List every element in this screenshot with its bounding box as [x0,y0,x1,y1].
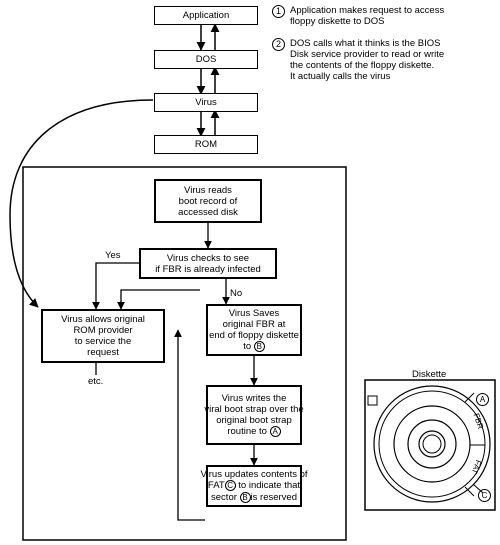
diskette-c-marker: C [478,489,491,502]
allows-rom-label: Virus allows original ROM provider to se… [61,314,145,358]
saves-line-1: Virus Saves [228,307,280,319]
updates-reserved-word: is reserved [250,491,297,503]
checks-yes-path [92,262,139,310]
checks-fbr-box: Virus checks to see if FBR is already in… [139,248,277,279]
updates-line-1: Virus updates contents of [200,469,308,481]
diskette-title: Diskette [412,369,447,380]
checks-fbr-label: Virus checks to see if FBR is already in… [155,252,261,275]
fat-c-marker: C [224,480,236,492]
dos-box: DOS [154,50,258,69]
saves-line-4: to B [209,340,299,352]
saves-fbr-box: Virus Saves original FBR at end of flopp… [206,304,302,356]
note-2-text: DOS calls what it thinks is the BIOS Dis… [290,38,445,82]
virus-to-allows-curve [9,99,154,308]
saves-line-2: original FBR at [222,318,286,330]
writes-line-1: Virus writes the [221,392,287,404]
flow-panel [22,166,347,541]
updates-fat-word: FAT [207,480,225,492]
application-box: Application [154,6,258,25]
allows-rom-box: Virus allows original ROM provider to se… [41,309,165,363]
rom-label: ROM [194,139,218,150]
updates-sector-word: sector [211,491,237,503]
virus-label: Virus [195,97,217,108]
saves-fbr-text: Virus Saves original FBR at end of flopp… [209,308,299,352]
write-protect-notch [367,395,378,406]
writes-routine-word: routine to [227,426,267,437]
etc-label: etc. [88,376,104,387]
writes-bootstrap-box: Virus writes the viral boot strap over t… [204,385,304,445]
reads-boot-record-label: Virus reads boot record of accessed disk [178,184,238,218]
yes-label: Yes [105,250,121,261]
writes-line-4: routine to A [204,425,303,437]
updates-indicate-word: to indicate that [238,480,301,492]
stack-arrows [196,23,220,137]
saves-to-word: to [243,341,252,352]
virus-box: Virus [154,93,258,112]
sector-b-marker-2: B [239,491,251,503]
writes-bootstrap-text: Virus writes the viral boot strap over t… [204,393,303,437]
diskette-drawing: FBR FAT [364,379,496,511]
note-1-text: Application makes request to access flop… [290,5,445,27]
diskette-a-marker: A [476,393,489,406]
application-label: Application [182,10,230,21]
note-1-number: 1 [272,5,285,18]
writes-line-2: viral boot strap over the [204,403,304,415]
loop-to-allows-path [117,289,200,310]
sector-a-marker: A [269,425,281,437]
writes-line-3: original boot strap [216,414,292,426]
reads-boot-record-box: Virus reads boot record of accessed disk [154,179,262,223]
rom-box: ROM [154,135,258,154]
dos-label: DOS [195,54,217,65]
sector-b-marker: B [253,340,265,352]
updates-loop-path [174,329,205,521]
note-2-number: 2 [272,38,285,51]
no-label: No [230,288,243,299]
saves-line-3: end of floppy diskette [209,329,299,341]
